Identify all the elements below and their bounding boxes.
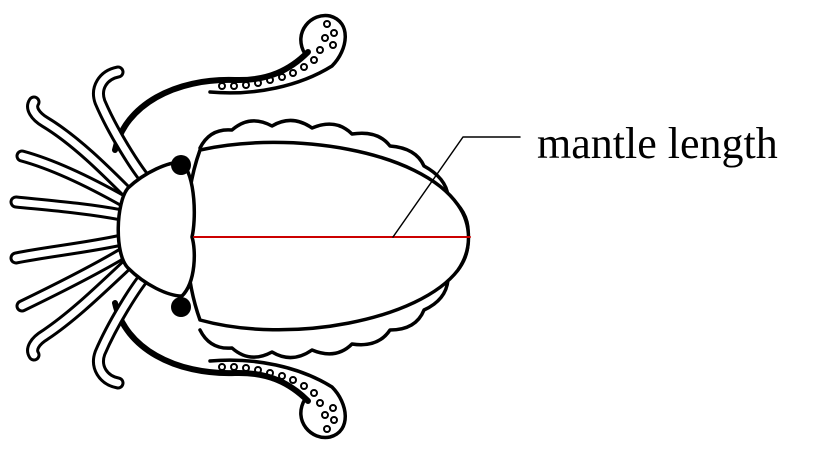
upper-eye [171,155,191,175]
arm-5 [16,240,122,258]
arm-4 [16,202,122,215]
mantle-length-label: mantle length [537,116,778,172]
lower-eye [171,297,191,317]
head [118,162,194,296]
